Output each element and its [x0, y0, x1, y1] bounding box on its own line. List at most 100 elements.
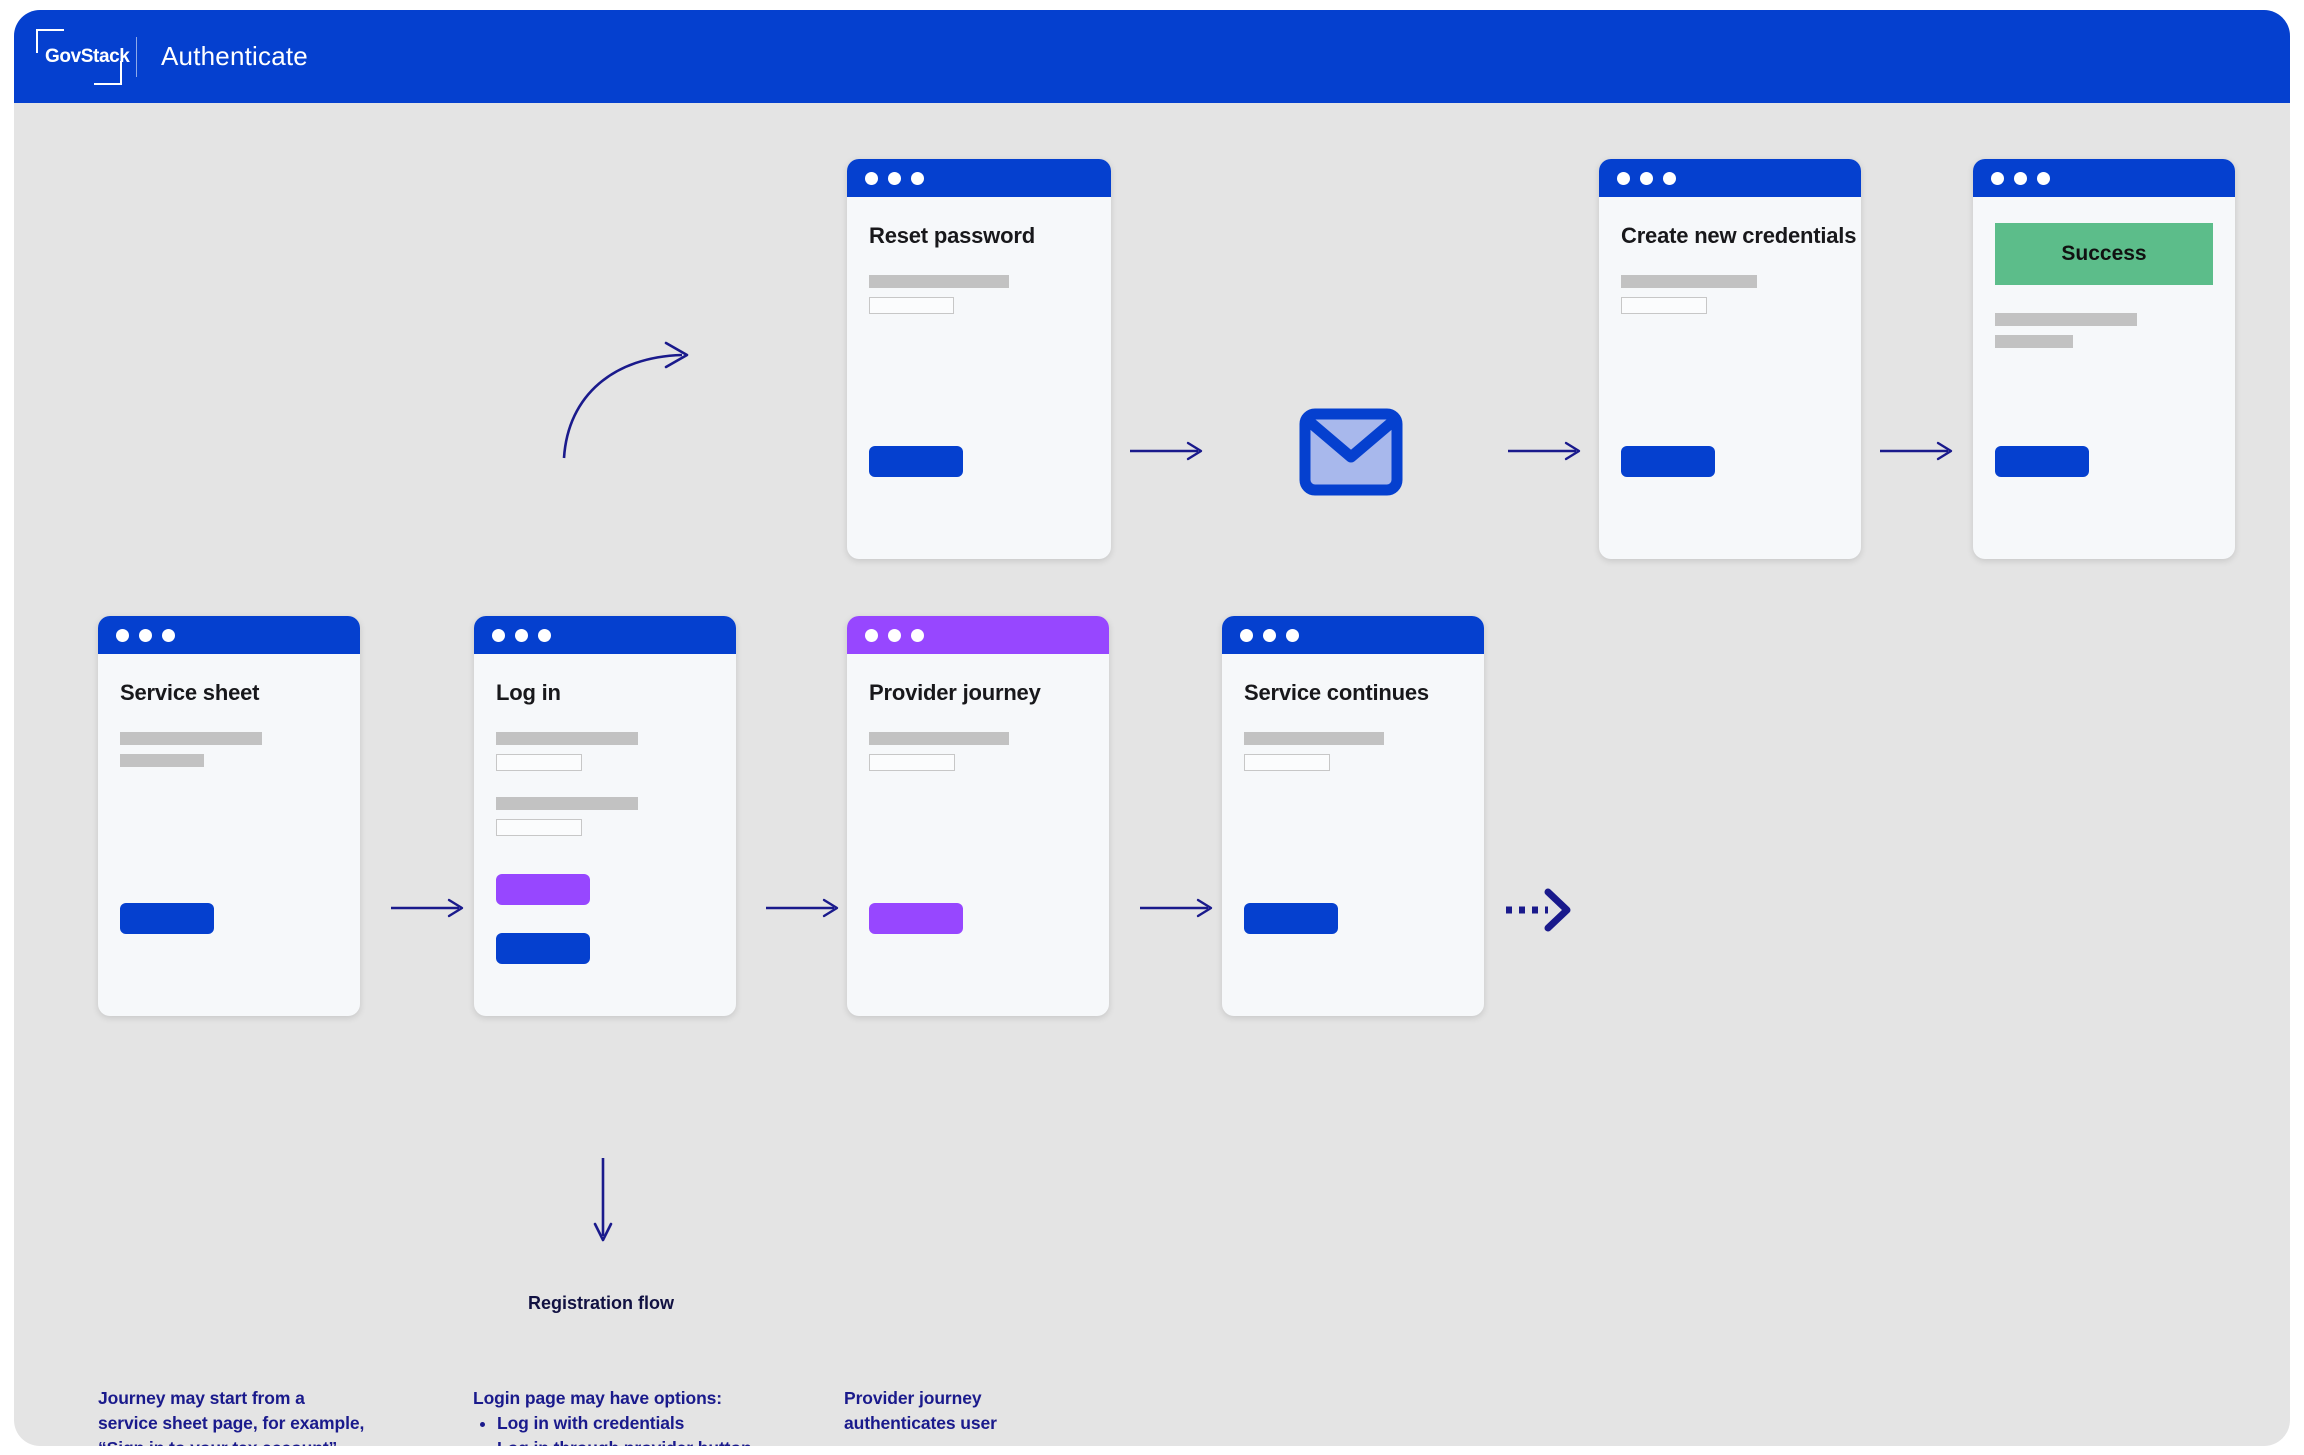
card-title-bar: [1222, 616, 1484, 654]
window-dot-icon: [911, 171, 924, 185]
primary-button[interactable]: [120, 903, 214, 934]
list-item: Log in with credentials: [497, 1411, 803, 1436]
note-line: “Sign in to your tax account”: [98, 1436, 428, 1446]
app-header: GovStack Authenticate: [14, 10, 2290, 103]
card-heading: Create new credentials: [1621, 223, 1857, 248]
card-title-bar: [847, 159, 1111, 197]
card-heading: Provider journey: [869, 680, 1041, 705]
primary-button[interactable]: [869, 903, 963, 934]
window-dot-icon: [492, 628, 505, 642]
arrow-down-registration-flow: [593, 1158, 613, 1242]
card-provider-journey[interactable]: Provider journey: [847, 616, 1109, 1016]
note-provider-authenticates: Provider journey authenticates user: [844, 1386, 1144, 1436]
window-dot-icon: [139, 628, 152, 642]
field-label-placeholder: [869, 732, 1009, 745]
window-dot-icon: [888, 628, 901, 642]
envelope-icon: [1299, 408, 1403, 496]
card-title-bar: [1973, 159, 2235, 197]
arrow-email-to-create-credentials: [1508, 441, 1581, 461]
card-heading: Reset password: [869, 223, 1035, 248]
note-line: Provider journey: [844, 1388, 982, 1408]
window-dot-icon: [162, 628, 175, 642]
provider-login-button[interactable]: [496, 874, 590, 905]
card-log-in[interactable]: Log in: [474, 616, 736, 1016]
text-input-password[interactable]: [496, 819, 582, 836]
window-dot-icon: [1617, 171, 1630, 185]
window-dot-icon: [1663, 171, 1676, 185]
window-dot-icon: [911, 628, 924, 642]
primary-button[interactable]: [1995, 446, 2089, 477]
card-title-bar: [98, 616, 360, 654]
govstack-logo[interactable]: GovStack: [36, 28, 130, 85]
field-label-placeholder: [496, 797, 638, 810]
field-spacer: [496, 771, 714, 797]
card-success[interactable]: Success: [1973, 159, 2235, 559]
logo-bracket-top-left-icon: [36, 28, 64, 53]
note-login-options: Login page may have options: Log in with…: [473, 1386, 803, 1446]
card-title-bar: [1599, 159, 1861, 197]
text-input-username[interactable]: [496, 754, 582, 771]
note-line: service sheet page, for example,: [98, 1412, 365, 1433]
window-dot-icon: [538, 628, 551, 642]
logo-text: GovStack: [45, 45, 130, 67]
card-body: Log in: [474, 654, 736, 836]
text-input[interactable]: [1621, 297, 1707, 314]
dotted-arrow-continue: [1506, 888, 1571, 932]
status-badge-success: Success: [1995, 223, 2213, 285]
arrow-service-sheet-to-login: [391, 898, 464, 918]
curved-arrow-to-reset-password: [562, 341, 689, 459]
text-input[interactable]: [869, 297, 954, 314]
arrow-login-to-provider-journey: [766, 898, 839, 918]
diagram-canvas: Reset password: [14, 103, 2290, 1446]
text-placeholder: [1995, 335, 2073, 348]
window-dot-icon: [2014, 171, 2027, 185]
card-title-bar: [474, 616, 736, 654]
card-body: Success: [1973, 197, 2235, 348]
primary-button[interactable]: [1621, 446, 1715, 477]
window-dot-icon: [116, 628, 129, 642]
field-label-placeholder: [1621, 275, 1757, 288]
arrow-provider-journey-to-service-continues: [1140, 898, 1213, 918]
card-title-bar: [847, 616, 1109, 654]
primary-button[interactable]: [496, 933, 590, 964]
window-dot-icon: [865, 171, 878, 185]
window-dot-icon: [1263, 628, 1276, 642]
header-divider: [136, 36, 137, 77]
primary-button[interactable]: [869, 446, 963, 477]
arrow-create-credentials-to-success: [1880, 441, 1953, 461]
note-line: Journey may start from a: [98, 1388, 305, 1408]
card-heading: Service continues: [1244, 680, 1429, 705]
window-dot-icon: [888, 171, 901, 185]
card-create-new-credentials[interactable]: Create new credentials: [1599, 159, 1861, 559]
card-body: Reset password: [847, 197, 1111, 314]
card-body: Create new credentials: [1599, 197, 1861, 314]
text-placeholder: [1995, 313, 2137, 326]
field-label-placeholder: [869, 275, 1009, 288]
window-dot-icon: [1286, 628, 1299, 642]
registration-flow-label: Registration flow: [528, 1293, 675, 1313]
card-body: Service continues: [1222, 654, 1484, 771]
note-list: Log in with credentials Log in through p…: [473, 1411, 803, 1446]
field-label-placeholder: [496, 732, 638, 745]
window-dot-icon: [865, 628, 878, 642]
page-title: Authenticate: [161, 41, 308, 71]
note-journey-start: Journey may start from a service sheet p…: [98, 1386, 428, 1446]
window-dot-icon: [1640, 171, 1653, 185]
card-service-continues[interactable]: Service continues: [1222, 616, 1484, 1016]
primary-button[interactable]: [1244, 903, 1338, 934]
arrow-reset-to-email: [1130, 441, 1203, 461]
list-item: Log in through provider button: [497, 1436, 803, 1446]
note-line: authenticates user: [844, 1412, 997, 1433]
text-placeholder: [120, 732, 262, 745]
flow-diagram-page: GovStack Authenticate Reset password: [14, 10, 2290, 1446]
window-dot-icon: [1991, 171, 2004, 185]
text-input[interactable]: [869, 754, 955, 771]
card-heading: Log in: [496, 680, 561, 705]
logo-bracket-bottom-right-icon: [94, 60, 122, 85]
card-service-sheet[interactable]: Service sheet: [98, 616, 360, 1016]
card-reset-password[interactable]: Reset password: [847, 159, 1111, 559]
card-body: Provider journey: [847, 654, 1109, 771]
text-input[interactable]: [1244, 754, 1330, 771]
note-heading: Login page may have options:: [473, 1388, 723, 1408]
text-placeholder: [120, 754, 204, 767]
